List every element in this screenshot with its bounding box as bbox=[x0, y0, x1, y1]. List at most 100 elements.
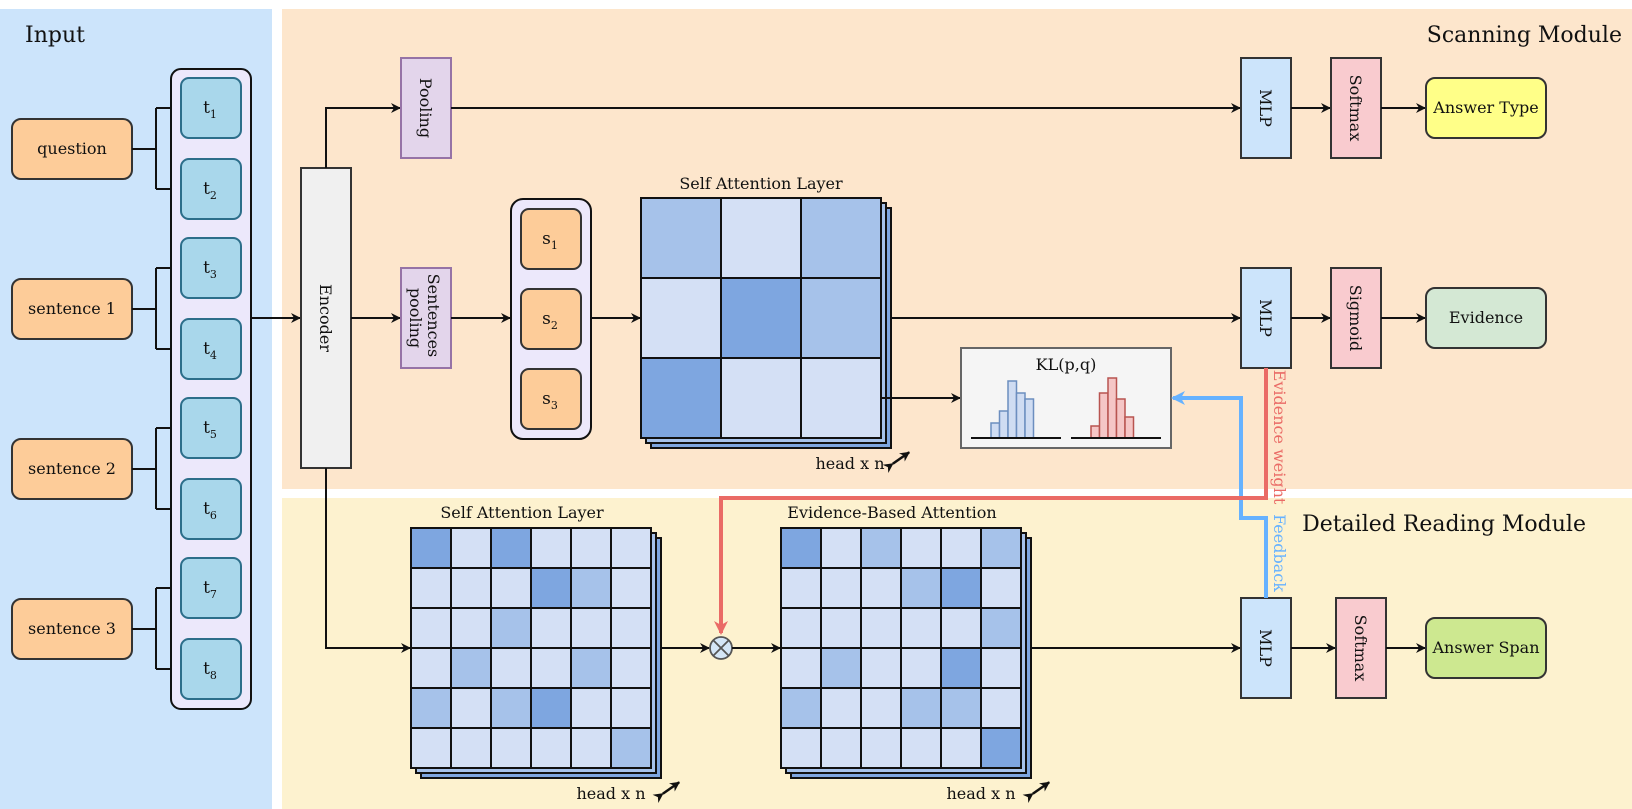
evidence-attention-cell bbox=[940, 567, 982, 609]
read-attention-cell bbox=[610, 607, 652, 649]
svg-text:MLP: MLP bbox=[1256, 89, 1275, 127]
mlp-box-evidence: MLP bbox=[1240, 267, 1292, 369]
svg-text:t8: t8 bbox=[203, 659, 217, 682]
read-attention-cell bbox=[450, 607, 492, 649]
read-attention-cell bbox=[410, 527, 452, 569]
evidence-attention-cell bbox=[980, 567, 1022, 609]
kl-q-bar bbox=[1090, 425, 1101, 439]
kl-label: KL(p,q) bbox=[1036, 355, 1097, 374]
input-box-sentence-2: sentence 2 bbox=[11, 438, 133, 500]
token-list: t1 t2 t3 t4 t5 t6 t7 t8 bbox=[180, 77, 242, 700]
svg-text:Sigmoid: Sigmoid bbox=[1346, 285, 1365, 351]
read-attention-cell bbox=[450, 567, 492, 609]
pooling-label: Pooling bbox=[416, 78, 435, 138]
detailed-reading-region-title: Detailed Reading Module bbox=[1302, 512, 1586, 537]
evidence-attention-cell bbox=[820, 607, 862, 649]
read-attention-cell bbox=[450, 687, 492, 729]
evidence-attention-cell bbox=[780, 687, 822, 729]
svg-text:Answer Type: Answer Type bbox=[1432, 98, 1538, 117]
read-attention-cell bbox=[570, 687, 612, 729]
read-attention-cell bbox=[610, 687, 652, 729]
scan-attention-cell bbox=[640, 197, 722, 279]
evidence-attention-cell bbox=[820, 567, 862, 609]
circled-times-icon bbox=[709, 636, 733, 660]
read-attention-cell bbox=[450, 727, 492, 769]
sentences-pooling-label: Sentences pooling bbox=[406, 274, 443, 363]
read-attention-title: Self Attention Layer bbox=[440, 503, 604, 522]
scan-attention-cell bbox=[720, 197, 802, 279]
svg-text:MLP: MLP bbox=[1256, 629, 1275, 667]
encoder-box: Encoder bbox=[300, 167, 352, 469]
evidence-heads-double-arrow-icon bbox=[1022, 781, 1051, 803]
scan-attention-cell bbox=[800, 197, 882, 279]
read-attention-cell bbox=[490, 687, 532, 729]
read-attention-cell bbox=[530, 647, 572, 689]
evidence-attention-cell bbox=[780, 607, 822, 649]
read-attention-cell bbox=[570, 727, 612, 769]
evidence-attention-cell bbox=[940, 607, 982, 649]
input-box-sentence-3: sentence 3 bbox=[11, 598, 133, 660]
read-attention-grid bbox=[410, 527, 662, 779]
scan-attention-cell bbox=[640, 277, 722, 359]
read-attention-cell bbox=[530, 567, 572, 609]
svg-text:Evidence: Evidence bbox=[1449, 308, 1523, 327]
evidence-attention-cell bbox=[860, 607, 902, 649]
arrow-encoder-to-read-attention bbox=[325, 468, 411, 653]
input-box-question: question bbox=[11, 118, 133, 180]
read-attention-cell bbox=[610, 527, 652, 569]
token-t6: t6 bbox=[180, 478, 242, 540]
read-attention-cell bbox=[490, 607, 532, 649]
scan-attention-cell bbox=[640, 357, 722, 439]
evidence-attention-cell bbox=[780, 527, 822, 569]
evidence-attention-cell bbox=[980, 607, 1022, 649]
pooling-box: Pooling bbox=[400, 57, 452, 159]
sentence-vector-s1: s1 bbox=[520, 208, 582, 270]
sentence-vector-s2: s2 bbox=[520, 288, 582, 350]
scanning-region-title: Scanning Module bbox=[1427, 23, 1622, 48]
scan-attention-cell bbox=[800, 357, 882, 439]
evidence-attention-cell bbox=[900, 727, 942, 769]
evidence-attention-cell bbox=[980, 687, 1022, 729]
svg-text:s3: s3 bbox=[542, 389, 558, 412]
read-attention-cell bbox=[410, 647, 452, 689]
svg-text:t4: t4 bbox=[203, 339, 217, 362]
read-attention-cell bbox=[410, 567, 452, 609]
read-attention-cell bbox=[610, 727, 652, 769]
evidence-attention-cell bbox=[900, 687, 942, 729]
evidence-box: Evidence bbox=[1425, 287, 1547, 349]
input-label-sentence-2: sentence 2 bbox=[28, 459, 116, 478]
svg-text:t7: t7 bbox=[203, 578, 217, 601]
token-panel bbox=[170, 68, 252, 710]
svg-text:Softmax: Softmax bbox=[1346, 75, 1365, 142]
evidence-attention-cell bbox=[980, 727, 1022, 769]
mlp-box-answer-span: MLP bbox=[1240, 597, 1292, 699]
read-attention-cell bbox=[450, 647, 492, 689]
token-t4: t4 bbox=[180, 318, 242, 380]
evidence-attention-cell bbox=[980, 527, 1022, 569]
token-t5: t5 bbox=[180, 397, 242, 459]
sigmoid-box: Sigmoid bbox=[1330, 267, 1382, 369]
evidence-attention-cell bbox=[780, 727, 822, 769]
read-attention-cell bbox=[490, 567, 532, 609]
svg-text:s2: s2 bbox=[542, 309, 558, 332]
evidence-attention-cell bbox=[820, 647, 862, 689]
feedback-label: Feedback bbox=[1270, 514, 1289, 592]
evidence-attention-cell bbox=[980, 647, 1022, 689]
kl-q-bar bbox=[1115, 398, 1126, 439]
read-attention-cell bbox=[570, 647, 612, 689]
read-attention-cell bbox=[610, 567, 652, 609]
read-attention-cell bbox=[570, 567, 612, 609]
read-attention-cell bbox=[530, 687, 572, 729]
scan-attention-grid bbox=[640, 197, 892, 449]
evidence-attention-cell bbox=[780, 647, 822, 689]
sentences-pooling-box: Sentences pooling bbox=[400, 267, 452, 369]
evidence-weight-arrow bbox=[714, 368, 1268, 635]
answer-type-box: Answer Type bbox=[1425, 77, 1547, 139]
read-attention-cell bbox=[490, 527, 532, 569]
evidence-attention-cell bbox=[940, 687, 982, 729]
scan-attention-title: Self Attention Layer bbox=[679, 174, 843, 193]
evidence-attention-cell bbox=[860, 687, 902, 729]
evidence-attention-cell bbox=[940, 727, 982, 769]
kl-q-bar bbox=[1107, 377, 1118, 439]
